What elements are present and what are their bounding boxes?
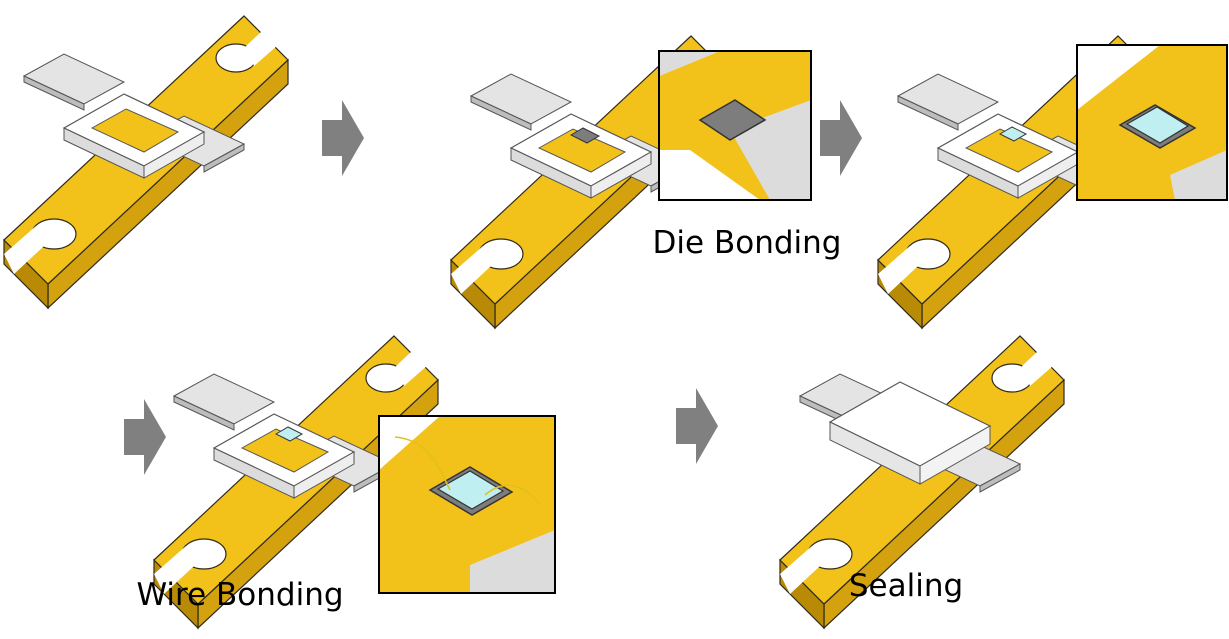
process-arrow-icon — [820, 100, 862, 176]
package-chip-placed — [877, 35, 1163, 329]
bond-wire — [484, 484, 541, 506]
wire-bonding-label: Wire Bonding — [136, 577, 343, 613]
package-wire-bonded — [153, 335, 439, 629]
process-arrow-icon — [676, 388, 718, 464]
chip — [274, 426, 304, 442]
chip — [998, 126, 1028, 142]
package-bare — [3, 15, 289, 309]
die-bonding-label: Die Bonding — [653, 225, 842, 261]
sealing-label: Sealing — [849, 568, 963, 604]
die-attach-pad — [569, 127, 601, 144]
bond-wire — [394, 436, 451, 491]
process-arrow-icon — [322, 100, 364, 176]
inset-chip — [1076, 44, 1228, 201]
package-die-bonded — [450, 35, 736, 329]
inset-die-bonding — [658, 50, 812, 201]
inset-wire-bonding — [378, 415, 556, 594]
process-arrow-icon — [124, 399, 166, 475]
